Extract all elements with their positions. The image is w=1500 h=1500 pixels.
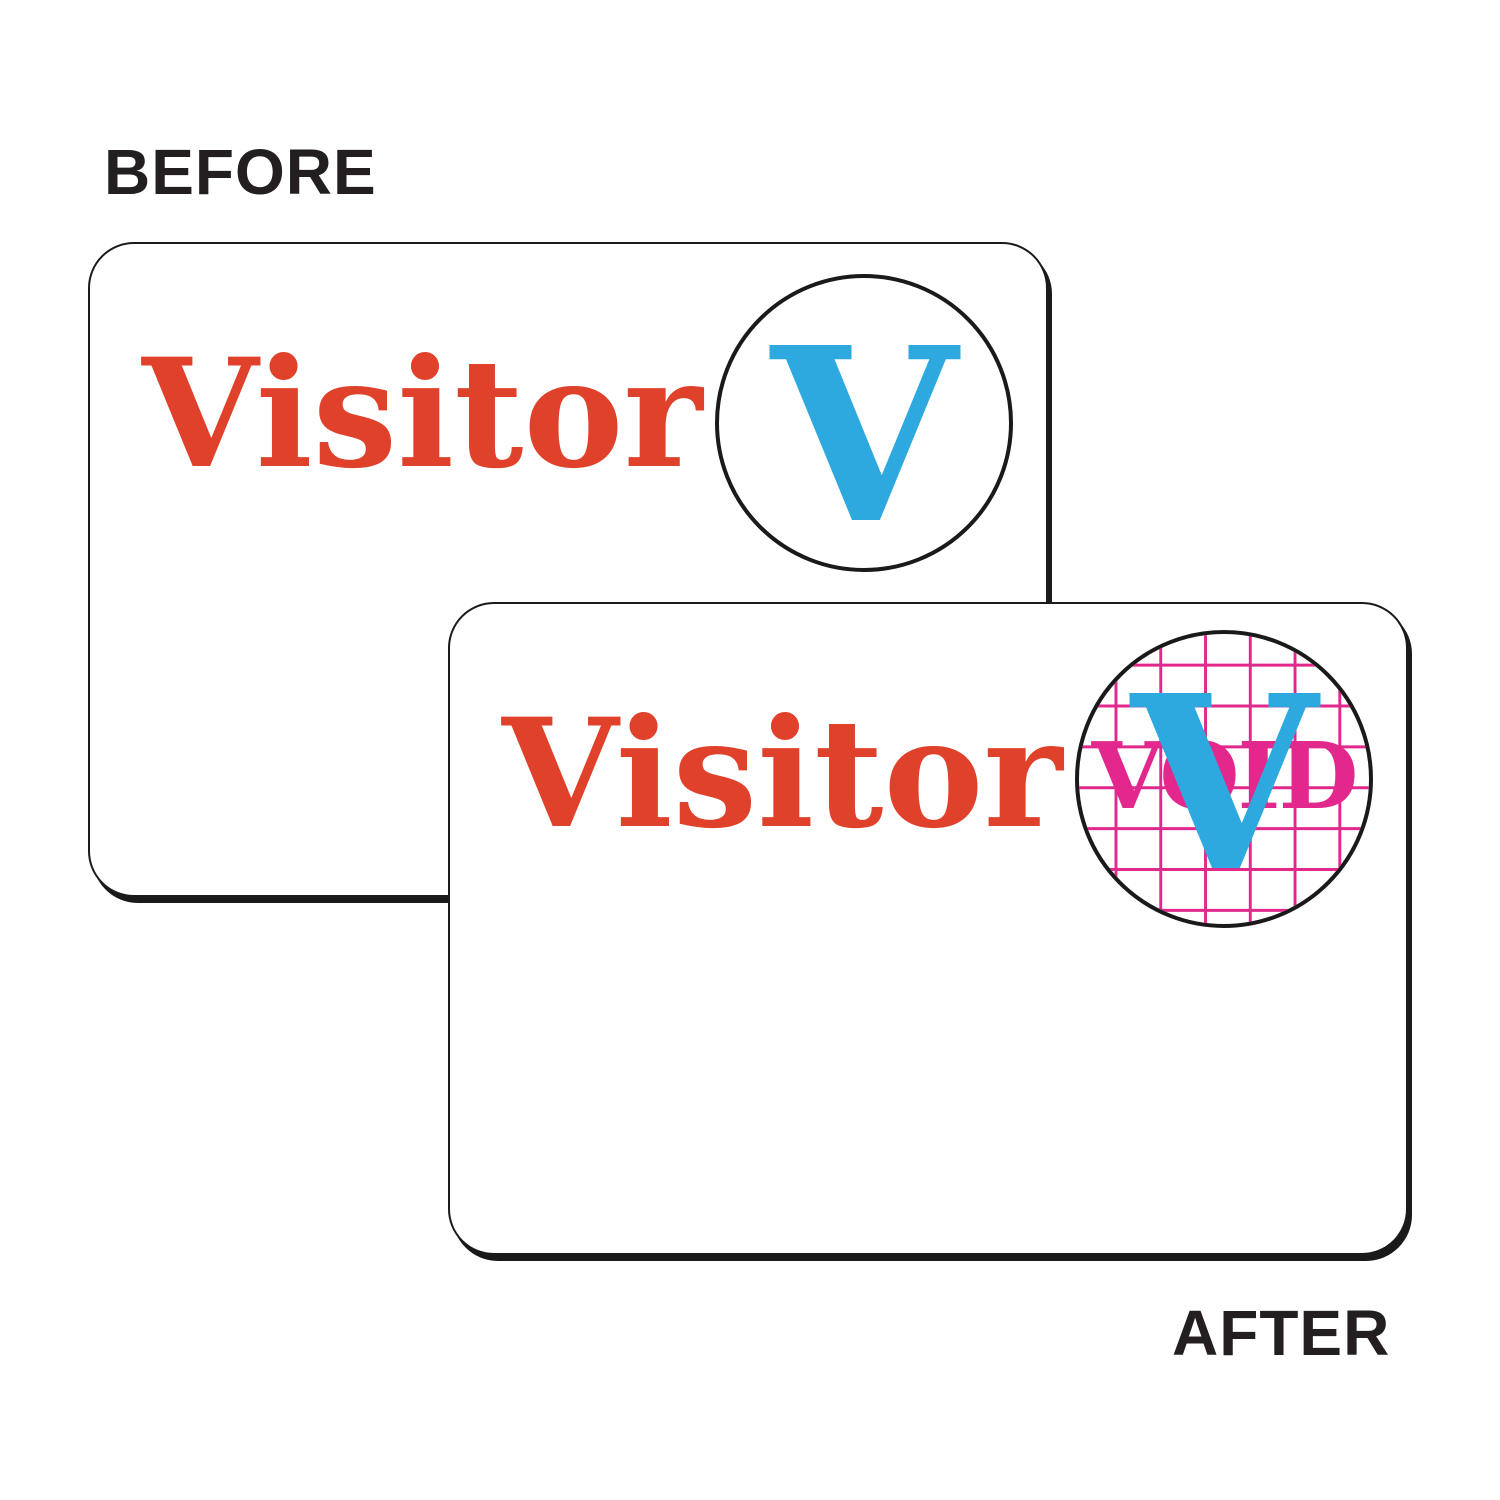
badge-before: Visitor V bbox=[88, 242, 1048, 897]
visitor-title: Visitor bbox=[142, 326, 703, 502]
badge-after: Visitor VOID V bbox=[448, 602, 1408, 1255]
emblem-letter: V bbox=[1130, 643, 1318, 925]
after-caption: AFTER bbox=[1172, 1297, 1391, 1369]
visitor-emblem: V bbox=[715, 274, 1013, 572]
before-caption: BEFORE bbox=[104, 136, 377, 208]
emblem-letter: V bbox=[770, 295, 958, 572]
void-grid-pattern bbox=[1079, 634, 1369, 924]
visitor-title: Visitor bbox=[502, 686, 1063, 862]
expired-visitor-emblem: VOID V bbox=[1075, 630, 1373, 928]
void-text: VOID bbox=[1091, 722, 1359, 830]
